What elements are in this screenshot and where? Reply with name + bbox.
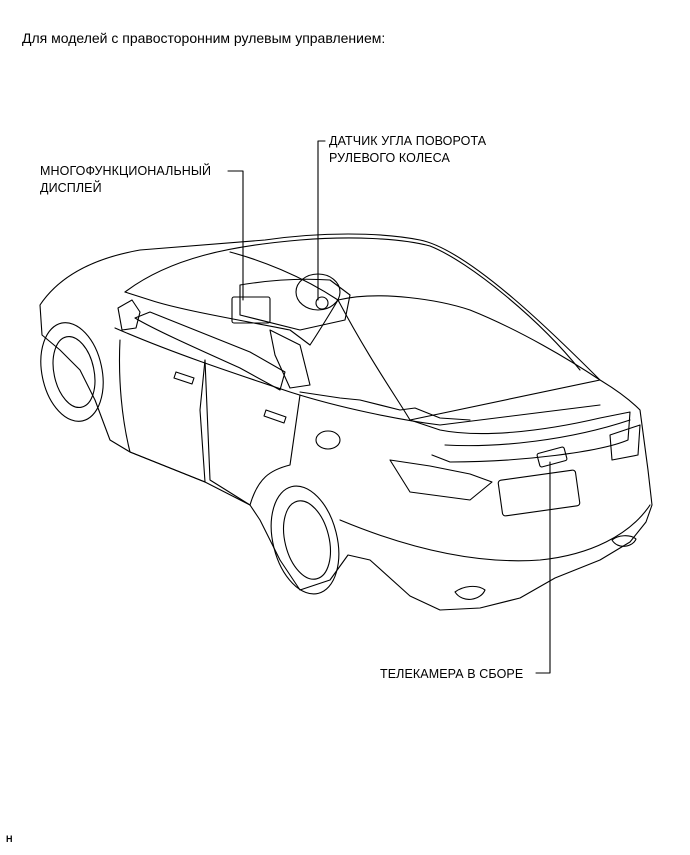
- door-handle-rear: [263, 409, 287, 424]
- camera-assembly-label: ТЕЛЕКАМЕРА В СБОРЕ: [380, 667, 524, 681]
- rear-door: [204, 359, 301, 506]
- rear-wheel-rim: [283, 500, 331, 580]
- steering-angle-sensor-label-line2: РУЛЕВОГО КОЛЕСА: [329, 151, 450, 165]
- car-body-outline: [39, 233, 653, 611]
- front-door: [118, 339, 206, 483]
- rear-wheel: [270, 485, 340, 595]
- multifunction-display-label: МНОГОФУНКЦИОНАЛЬНЫЙ ДИСПЛЕЙ: [40, 163, 211, 197]
- multifunction-display: [231, 296, 271, 324]
- sensor-leader-line: [317, 140, 326, 301]
- multifunction-display-label-line2: ДИСПЛЕЙ: [40, 181, 102, 195]
- roof-line: [124, 237, 581, 371]
- trunk-lid: [409, 411, 631, 463]
- camera-leader-line: [535, 461, 551, 674]
- multifunction-display-label-line1: МНОГОФУНКЦИОНАЛЬНЫЙ: [40, 164, 212, 178]
- page-heading: Для моделей с правосторонним рулевым упр…: [22, 30, 386, 46]
- license-plate: [497, 469, 581, 517]
- side-mirror: [117, 299, 141, 331]
- camera-module: [536, 446, 568, 468]
- fuel-cap: [315, 430, 341, 450]
- corner-mark: H: [6, 834, 13, 844]
- rear-window: [337, 295, 601, 421]
- front-wheel-rim: [52, 335, 96, 409]
- tail-light-left: [389, 459, 493, 501]
- steering-angle-sensor-label: ДАТЧИК УГЛА ПОВОРОТА РУЛЕВОГО КОЛЕСА: [329, 133, 486, 167]
- dashboard: [239, 278, 351, 331]
- steering-angle-sensor: [315, 296, 329, 310]
- side-window-rear: [299, 391, 471, 421]
- exhaust-right: [611, 535, 637, 547]
- belt-line: [114, 327, 601, 426]
- steering-angle-sensor-label-line1: ДАТЧИК УГЛА ПОВОРОТА: [329, 134, 487, 148]
- front-wheel: [40, 322, 104, 422]
- side-window-front: [134, 311, 286, 391]
- exhaust-left: [454, 585, 486, 600]
- rear-bumper: [339, 504, 651, 562]
- tail-light-right: [609, 424, 641, 461]
- display-leader-line: [227, 170, 244, 301]
- door-handle-front: [173, 371, 195, 385]
- rear-spoiler: [444, 419, 631, 447]
- center-console: [269, 329, 311, 389]
- windshield: [124, 251, 339, 346]
